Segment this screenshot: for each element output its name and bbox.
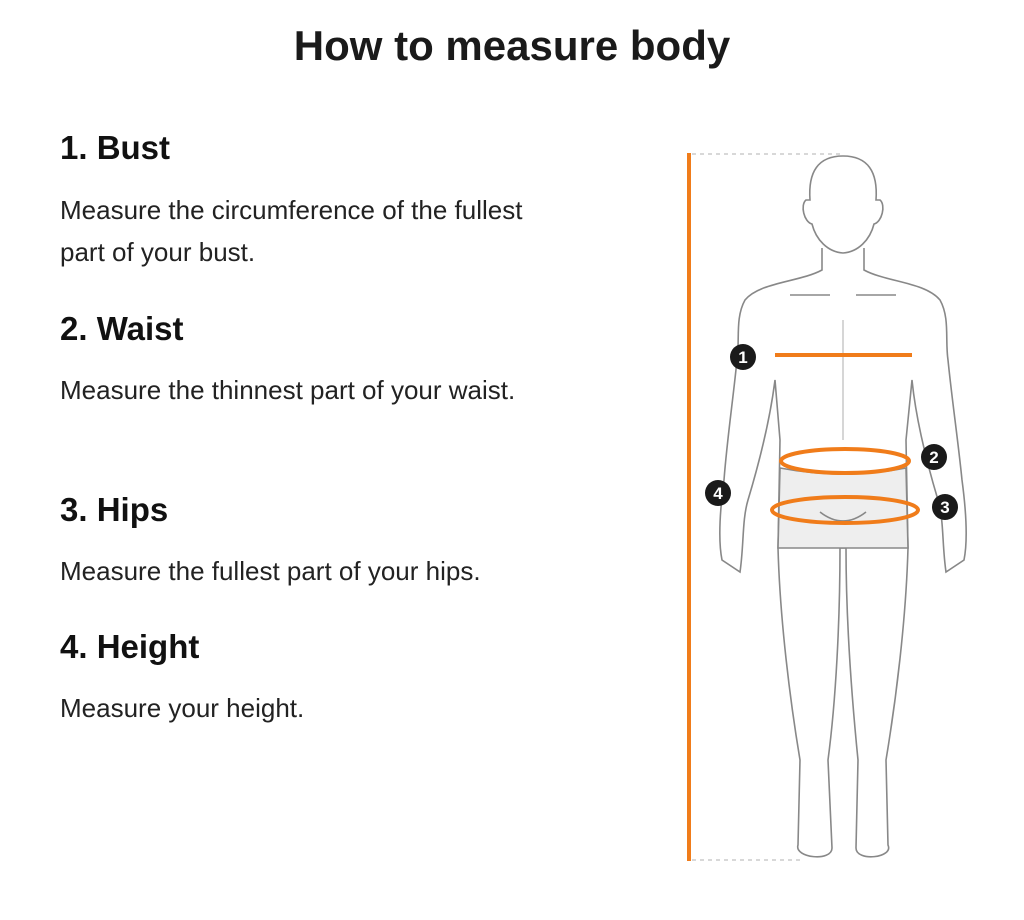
section-heading-bust: 1. Bust <box>60 129 171 166</box>
marker-2-badge <box>921 444 947 470</box>
page-title: How to measure body <box>293 22 731 69</box>
marker-4-badge <box>705 480 731 506</box>
section-heading-height: 4. Height <box>60 628 200 665</box>
marker-1-label: 1 <box>738 348 747 367</box>
section-text-height: Measure your height. <box>60 693 305 723</box>
body-outline <box>719 155 967 858</box>
marker-3-label: 3 <box>940 498 949 517</box>
section-heading-waist: 2. Waist <box>60 310 184 347</box>
marker-2-label: 2 <box>929 448 938 467</box>
waist-measure-ring <box>779 447 911 475</box>
section-text-waist: Measure the thinnest part of your waist. <box>60 375 516 405</box>
section-text-hips: Measure the fullest part of your hips. <box>60 556 481 586</box>
marker-1-badge <box>730 344 756 370</box>
section-text-bust: Measure the circumference of the fullest… <box>60 195 523 267</box>
section-heading-hips: 3. Hips <box>60 491 169 528</box>
hips-measure-ring <box>770 495 920 525</box>
marker-3-badge <box>932 494 958 520</box>
marker-4-label: 4 <box>713 484 723 503</box>
